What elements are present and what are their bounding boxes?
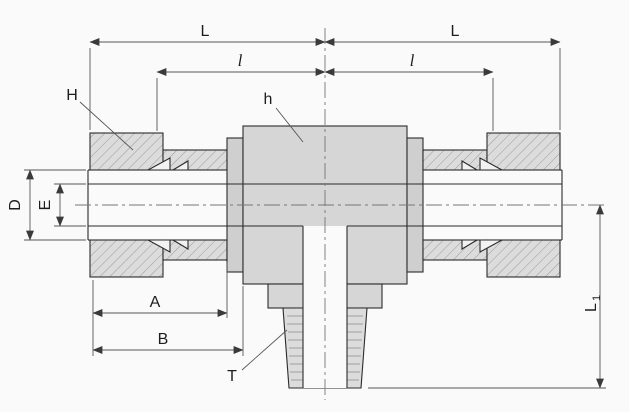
dim-label-L-right: L: [451, 23, 460, 40]
right-body-thread-upper: [422, 149, 488, 171]
left-nut-upper-section: [89, 132, 164, 171]
dim-label-E: E: [37, 200, 54, 211]
right-ferrules: [461, 157, 503, 253]
right-nut-upper-section: [486, 132, 561, 171]
left-nut-lower-section: [89, 239, 164, 278]
callout-label-H: H: [66, 87, 78, 104]
callout-label-h: h: [264, 91, 273, 108]
right-body-thread-lower: [422, 239, 488, 261]
dim-label-B: B: [158, 331, 169, 348]
dim-label-A: A: [150, 294, 161, 311]
dim-label-L1-subscript: 1: [591, 295, 603, 301]
dimension-labels: L L l l H h A B T D E L 1: [7, 23, 603, 385]
dim-label-L1: L: [583, 303, 600, 312]
leader-line-T: [241, 329, 288, 371]
left-body-thread-lower: [162, 239, 228, 261]
dim-label-D: D: [7, 199, 24, 211]
leader-line-h: [275, 107, 304, 143]
dim-label-l-right: l: [410, 51, 415, 70]
callout-label-T: T: [227, 368, 237, 385]
left-ferrules: [147, 157, 189, 253]
dimension-lines: [24, 38, 606, 389]
leader-line-H: [79, 101, 134, 151]
left-body-thread-upper: [162, 149, 228, 171]
dim-label-l-left: l: [238, 51, 243, 70]
dim-label-L-left: L: [201, 23, 210, 40]
right-nut-lower-section: [486, 239, 561, 278]
